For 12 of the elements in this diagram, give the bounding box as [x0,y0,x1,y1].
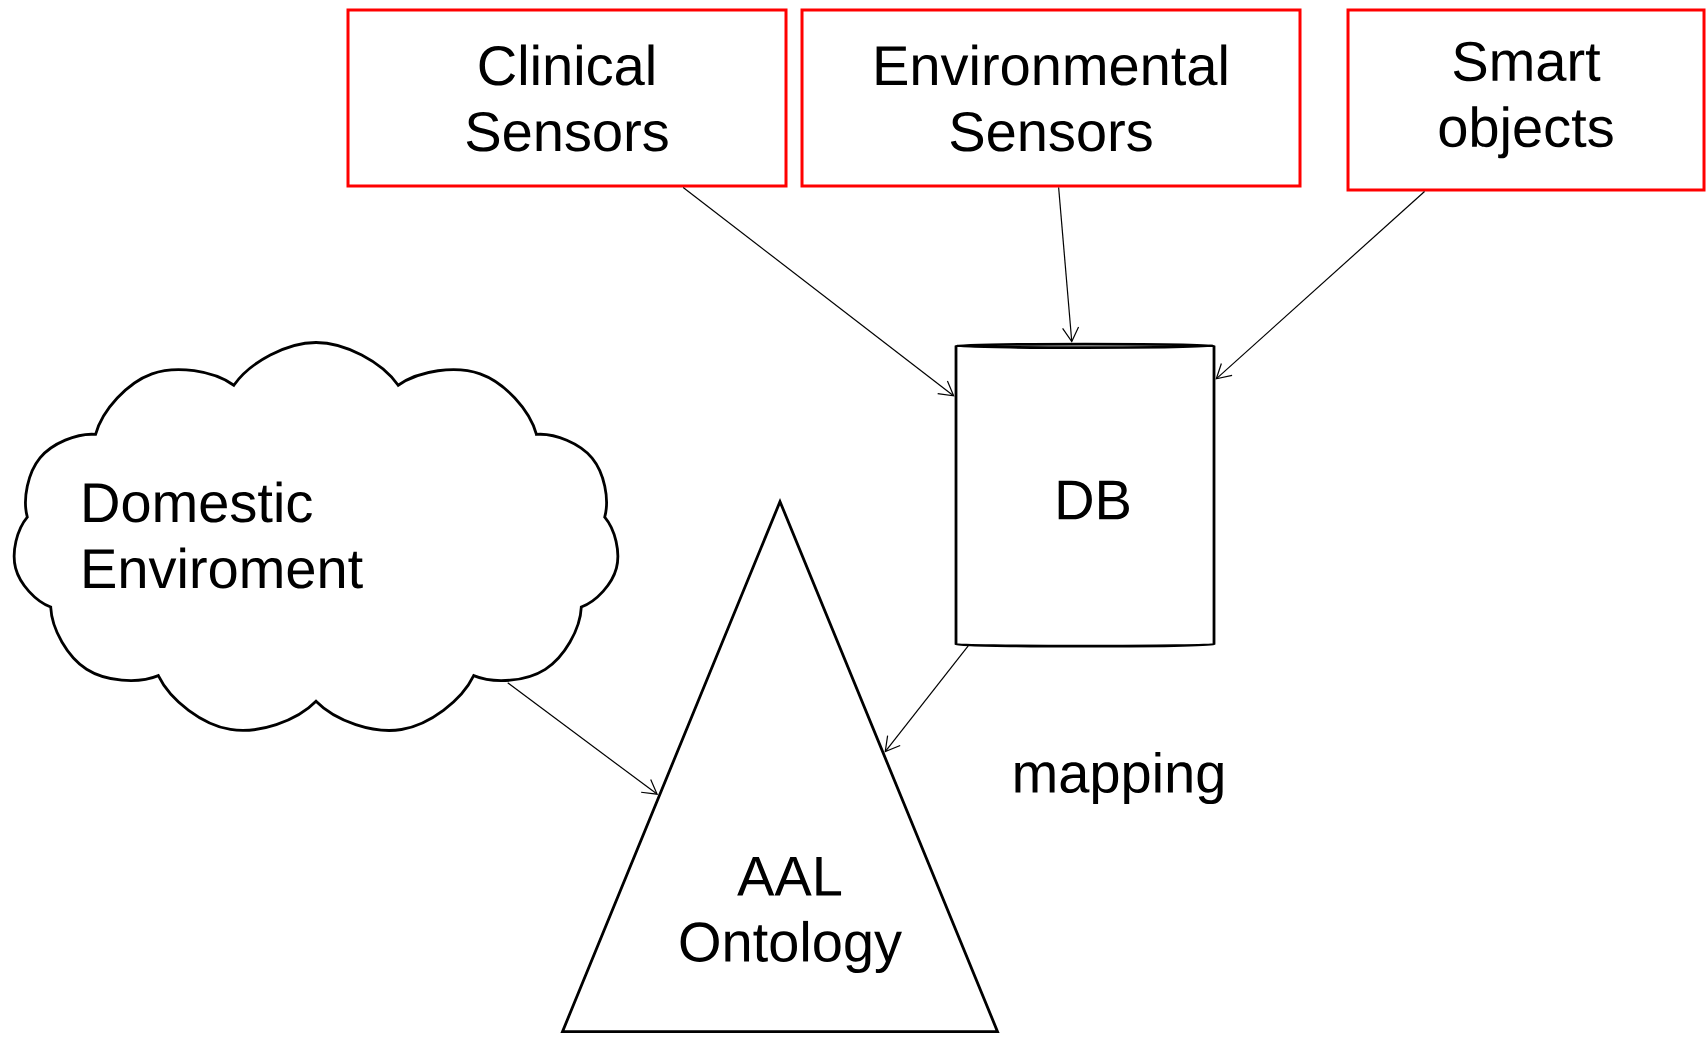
arrow [682,186,955,397]
sensor-box: Clinical Sensors [346,8,788,188]
edge-label: mapping [1007,747,1231,809]
arrow [1215,190,1426,380]
arrow [507,682,659,795]
sensor-box: Environmental Sensors [800,8,1302,188]
node-label: AAL Ontology [680,856,902,974]
node-label: DB [1058,480,1129,520]
arrow [884,645,969,753]
node-label: Domestic Enviroment [84,481,363,589]
arrow [1058,186,1080,343]
sensor-box: Smart objects [1346,8,1706,192]
